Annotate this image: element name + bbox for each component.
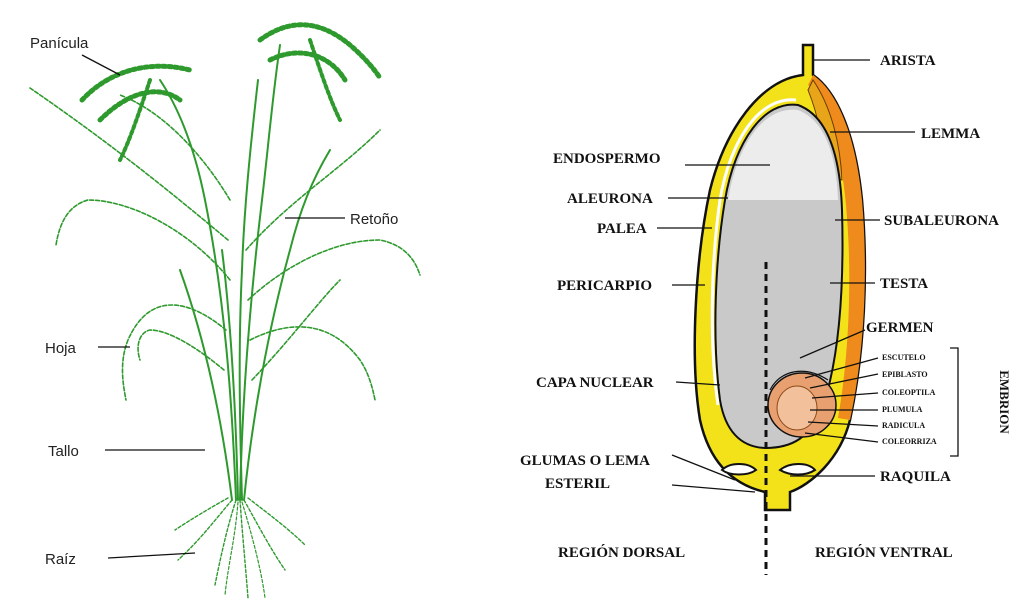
grain-sterile-lemma-left: [722, 464, 756, 475]
grain-embryo-inner: [777, 386, 817, 430]
embrion-bracket: [950, 348, 958, 456]
label-plumula: PLUMULA: [882, 405, 923, 414]
label-germen: GERMEN: [866, 320, 934, 336]
label-glumas-line1: GLUMAS O LEMA: [520, 453, 650, 469]
label-raiz: Raíz: [45, 551, 76, 568]
label-arista: ARISTA: [880, 53, 936, 69]
rice-plant-illustration: [30, 25, 420, 598]
label-region-ventral: REGIÓN VENTRAL: [815, 544, 953, 561]
plant-stems: [160, 45, 330, 500]
label-glumas-line2: ESTERIL: [545, 476, 610, 492]
label-epiblasto: EPIBLASTO: [882, 370, 928, 379]
label-testa: TESTA: [880, 276, 928, 292]
plant-roots: [175, 498, 305, 598]
glumas-leader-2: [672, 485, 755, 492]
label-endospermo: ENDOSPERMO: [553, 151, 661, 167]
label-raquila: RAQUILA: [880, 469, 951, 485]
label-panicula: Panícula: [30, 35, 89, 52]
label-radicula: RADICULA: [882, 421, 925, 430]
label-pericarpio: PERICARPIO: [557, 278, 652, 294]
label-lemma: LEMMA: [921, 126, 980, 142]
label-retono: Retoño: [350, 211, 398, 228]
label-region-dorsal: REGIÓN DORSAL: [558, 544, 685, 561]
label-capa-nuclear: CAPA NUCLEAR: [536, 375, 654, 391]
label-coleorriza: COLEORRIZA: [882, 437, 937, 446]
label-coleoptila: COLEOPTILA: [882, 388, 936, 397]
label-palea: PALEA: [597, 221, 647, 237]
label-hoja: Hoja: [45, 340, 77, 357]
plant-panicles: [82, 25, 380, 160]
panicula-leader: [82, 55, 120, 75]
label-embrion: EMBRION: [997, 370, 1012, 434]
label-subaleurona: SUBALEURONA: [884, 213, 999, 229]
label-escutelo: ESCUTELO: [882, 353, 926, 362]
plant-leaves: [30, 88, 420, 400]
label-aleurona: ALEURONA: [567, 191, 653, 207]
rice-grain-cross-section: [657, 45, 958, 575]
label-tallo: Tallo: [48, 443, 79, 460]
